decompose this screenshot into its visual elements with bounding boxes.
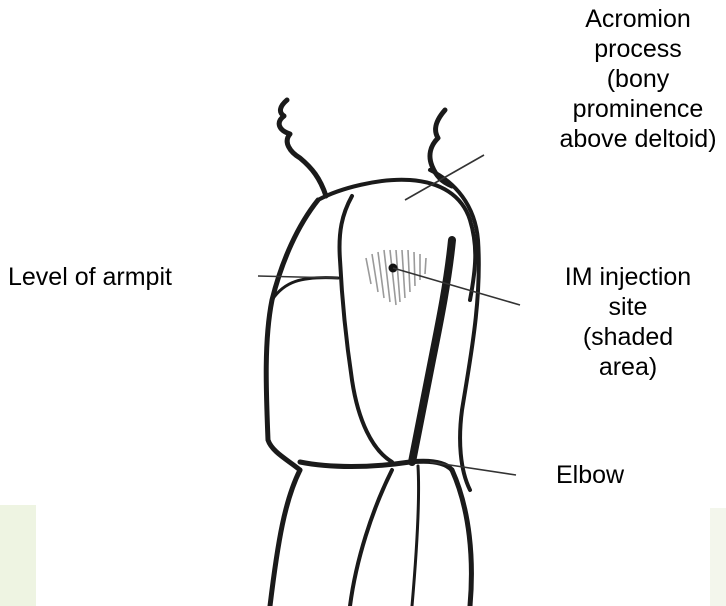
- im-label-line-2: site: [540, 292, 716, 322]
- upper-arm-front: [340, 196, 393, 462]
- im-label-line-3: (shaded: [540, 322, 716, 352]
- acromion-label-line-1: Acromion: [550, 4, 726, 34]
- im-label-line-4: area): [540, 352, 716, 382]
- acromion-label-line-4: prominence: [550, 94, 726, 124]
- acromion-label-line-2: process: [550, 34, 726, 64]
- injection-area-shading: [366, 250, 426, 305]
- acromion-leader-line: [405, 155, 484, 200]
- upper-arm-back: [412, 240, 452, 462]
- im-label-line-1: IM injection: [540, 262, 716, 292]
- background-accent: [0, 505, 36, 606]
- acromion-label-line-3: (bony: [550, 64, 726, 94]
- im-site-leader-line: [393, 268, 520, 305]
- torso-outline: [266, 200, 318, 470]
- acromion-process-label: Acromion process (bony prominence above …: [550, 4, 726, 154]
- neck-outline-left: [279, 100, 326, 196]
- forearm-outline: [270, 470, 300, 606]
- elbow-crease: [300, 461, 452, 470]
- armpit-level-label: Level of armpit: [8, 262, 240, 292]
- im-injection-site-label: IM injection site (shaded area): [540, 262, 716, 382]
- elbow-label: Elbow: [556, 460, 646, 490]
- acromion-label-line-5: above deltoid): [550, 124, 726, 154]
- elbow-leader-line: [430, 462, 516, 475]
